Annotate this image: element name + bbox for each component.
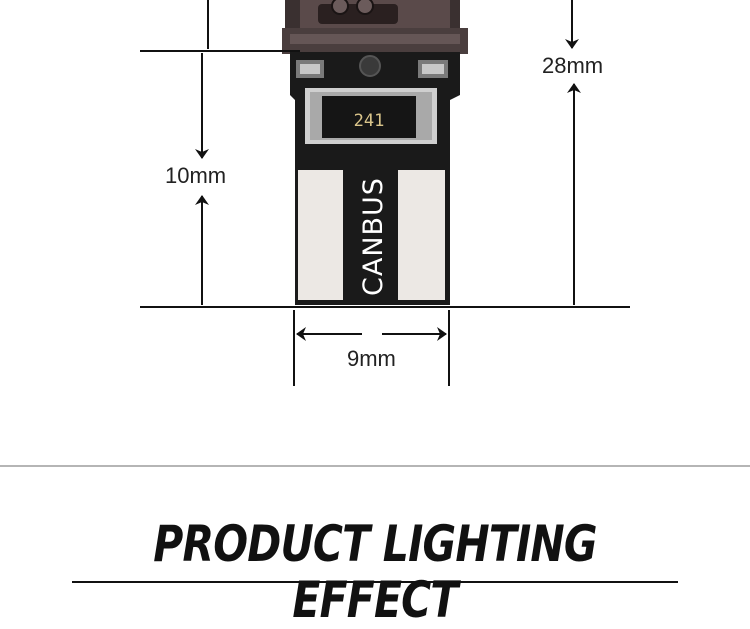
pcb-base — [290, 52, 460, 305]
height-28mm-label: 28mm — [540, 53, 606, 79]
resistor-code: 241 — [354, 111, 385, 131]
right-contact-pad — [398, 170, 445, 300]
bulb-drawing: 241 CANBUS — [140, 0, 630, 386]
left-contact-pad — [298, 170, 343, 300]
bulb-housing — [282, 0, 468, 54]
title-underline — [72, 581, 678, 583]
resistor-chip — [322, 96, 416, 138]
width-9mm-label: 9mm — [345, 346, 398, 372]
section-title: PRODUCT LIGHTING EFFECT — [153, 515, 597, 629]
section-divider — [0, 465, 750, 467]
height-10mm-label: 10mm — [163, 163, 229, 189]
canbus-label: CANBUS — [358, 177, 389, 296]
dimension-diagram: 241 CANBUS 10mm 28mm 9mm — [140, 0, 630, 386]
